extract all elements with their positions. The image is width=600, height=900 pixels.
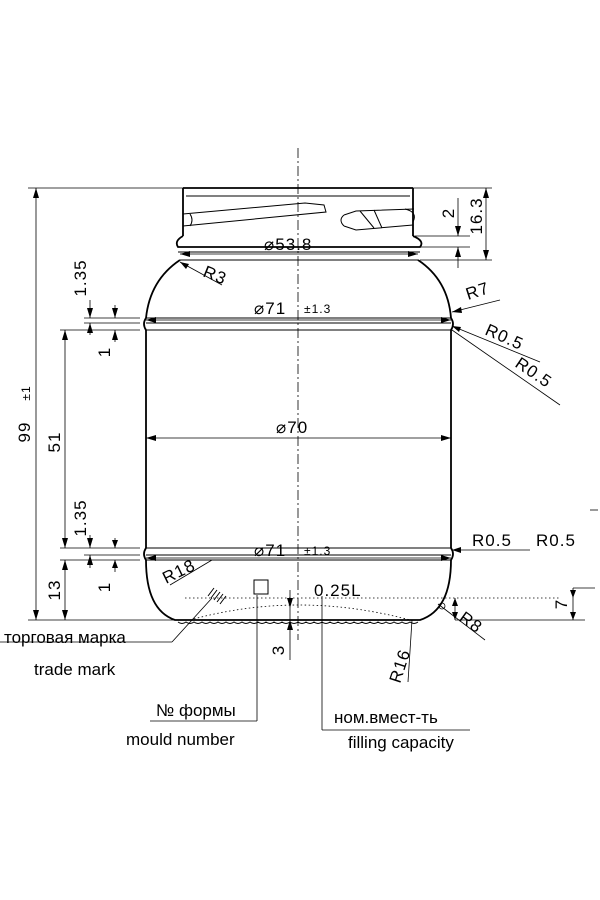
dim-shoulder-step: 1.35	[71, 259, 90, 296]
legend-leaders	[0, 595, 470, 731]
capacity-mark: 0.25L	[314, 581, 362, 600]
dim-radius-bead-4: R0.5	[536, 531, 576, 550]
dim-base-height: 13	[45, 580, 64, 601]
label-filling-capacity-en: filling capacity	[348, 733, 454, 752]
dim-radius-neck: R3	[201, 262, 230, 289]
dim-radius-heel: R8	[456, 608, 486, 637]
dim-body-height: 51	[45, 432, 64, 453]
heel-marker	[438, 602, 446, 610]
right-top-dimensions	[413, 187, 492, 268]
dim-radius-shoulder: R7	[463, 278, 491, 303]
dim-bead-diameter-top: ⌀71	[254, 299, 286, 318]
dim-radius-bead-1: R0.5	[482, 320, 526, 354]
label-filling-capacity-ru: ном.вмест-ть	[334, 708, 438, 727]
label-trade-mark-en: trade mark	[34, 660, 116, 679]
dim-thread-height: 2	[439, 208, 458, 218]
label-mould-number-ru: № формы	[156, 701, 236, 720]
radius-leaders	[169, 261, 598, 683]
mould-number-box	[253, 579, 269, 595]
dim-bead-diameter-bottom: ⌀71	[254, 541, 286, 560]
trade-mark-symbol	[207, 587, 227, 605]
dim-neck-diameter: ⌀53.8	[264, 235, 312, 254]
dim-mark-offset: 7	[552, 599, 571, 609]
dim-height-total: 99	[15, 422, 34, 443]
recess-dimension	[280, 590, 300, 660]
left-dimensions	[28, 187, 183, 621]
dim-bead-diameter-bottom-tol: ±1.3	[304, 544, 331, 558]
diameter-lines	[146, 251, 451, 561]
dim-bead-bottom: 1	[95, 582, 114, 592]
dim-radius-bottom: R16	[386, 647, 415, 685]
dim-neck-height: 16.3	[467, 197, 486, 234]
dim-base-recess: 3	[269, 645, 288, 655]
dim-height-total-tol: ±1	[19, 385, 33, 400]
dim-radius-bead-3: R0.5	[472, 531, 512, 550]
dim-body-diameter: ⌀70	[276, 418, 308, 437]
label-mould-number-en: mould number	[126, 730, 235, 749]
dim-bottom-step: 1.35	[71, 499, 90, 536]
dim-bead-diameter-top-tol: ±1.3	[304, 302, 331, 316]
right-bottom-dimension	[452, 587, 595, 621]
dim-bead-top: 1	[95, 347, 114, 357]
label-trade-mark-ru: торговая марка	[4, 628, 126, 647]
